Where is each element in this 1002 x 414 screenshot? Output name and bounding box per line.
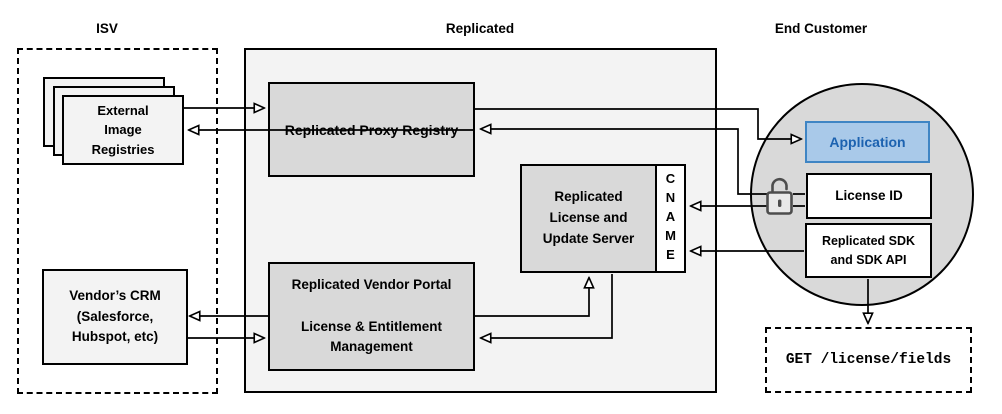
- external-image-registries-node: External Image Registries: [62, 95, 184, 165]
- application-node: Application: [805, 121, 930, 163]
- replicated-sdk-node: Replicated SDK and SDK API: [805, 223, 932, 278]
- license-id-node: License ID: [806, 173, 932, 219]
- replicated-proxy-registry-node: Replicated Proxy Registry: [268, 82, 475, 177]
- replicated-section-header: Replicated: [445, 21, 515, 36]
- api-endpoint-label: GET /license/fields: [785, 352, 952, 368]
- replicated-vendor-portal-node: Replicated Vendor Portal License & Entit…: [268, 262, 475, 371]
- end-customer-section-header: End Customer: [774, 21, 868, 36]
- isv-section-header: ISV: [96, 21, 118, 36]
- vendors-crm-node: Vendor’s CRM (Salesforce, Hubspot, etc): [42, 269, 188, 365]
- cname-strip: CNAME: [655, 164, 686, 273]
- api-endpoint-box: GET /license/fields: [765, 327, 972, 393]
- replicated-license-update-server-node: Replicated License and Update Server: [520, 164, 657, 273]
